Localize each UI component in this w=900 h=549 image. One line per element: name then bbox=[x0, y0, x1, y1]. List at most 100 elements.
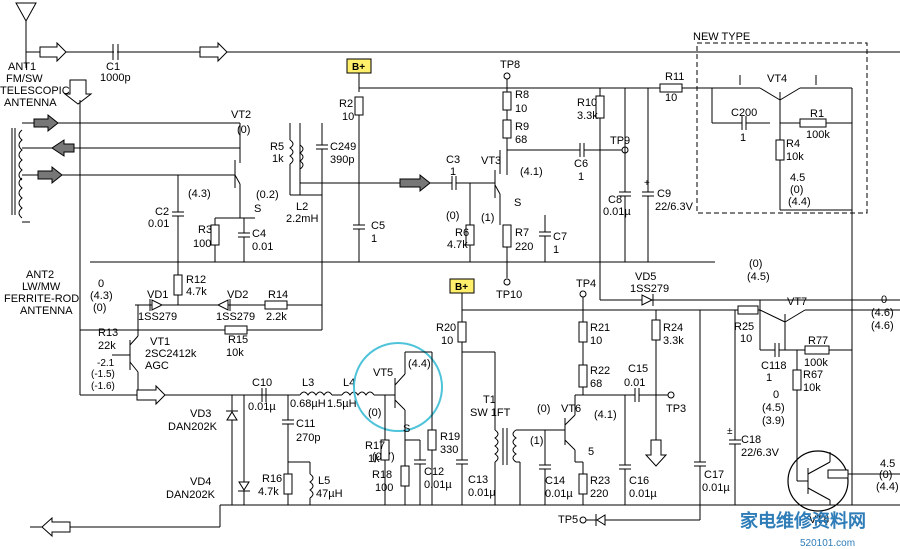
resistor-r2 bbox=[354, 96, 364, 116]
r7-value: 220 bbox=[515, 241, 533, 253]
tp9-label: TP9 bbox=[610, 135, 630, 147]
vd2-label: VD2 bbox=[227, 289, 248, 301]
voltage-label: (4.5) bbox=[762, 402, 785, 414]
voltage-label: (4.6) bbox=[871, 320, 894, 332]
voltage-label: 0 bbox=[881, 294, 887, 306]
c5-label: C5 bbox=[371, 220, 385, 232]
voltage-label: (4.4) bbox=[876, 481, 899, 493]
r21-value: 10 bbox=[590, 335, 602, 347]
r9-label: R9 bbox=[515, 121, 529, 133]
s-label: S bbox=[514, 197, 521, 209]
diode-vd4 bbox=[238, 481, 250, 491]
r25-label: R25 bbox=[734, 321, 754, 333]
voltage-label: (1) bbox=[530, 435, 543, 447]
svg-text:+: + bbox=[644, 178, 650, 189]
ferrite-antenna bbox=[11, 113, 240, 223]
c14-label: C14 bbox=[545, 475, 565, 487]
watermark: 家电维修资料网 520101.com bbox=[740, 510, 866, 549]
l4-value: 1.5µH bbox=[327, 398, 357, 410]
voltage-label: (4.1) bbox=[594, 409, 617, 421]
resistor-r23 bbox=[578, 473, 588, 495]
c13-value: 0.01µ bbox=[468, 487, 496, 499]
r5-label: R5 bbox=[270, 141, 284, 153]
bplus-label: B+ bbox=[352, 62, 365, 73]
c249-value: 390p bbox=[330, 154, 354, 166]
ant1-label: ANT1 bbox=[8, 61, 36, 73]
l2-value: 2.2mH bbox=[286, 213, 318, 225]
r10-value: 3.3k bbox=[577, 110, 598, 122]
c3-label: C3 bbox=[446, 154, 460, 166]
r25-value: 10 bbox=[740, 333, 752, 345]
transistor-vt6 bbox=[545, 395, 576, 462]
voltage-label: (-1.5) bbox=[91, 369, 115, 380]
vt3-label: VT3 bbox=[481, 155, 501, 167]
r23-value: 220 bbox=[590, 488, 608, 500]
r7-label: R7 bbox=[515, 227, 529, 239]
l5-value: 47µH bbox=[316, 488, 343, 500]
c17-value: 0.01µ bbox=[702, 482, 730, 494]
r3-label: R3 bbox=[198, 224, 212, 236]
c118-label: C118 bbox=[761, 360, 786, 372]
vd1-label: VD1 bbox=[147, 289, 168, 301]
r19-label: R19 bbox=[440, 431, 460, 443]
resistor-r77 bbox=[804, 345, 830, 355]
c18-value: 22/6.3V bbox=[741, 447, 780, 459]
l4-label: L4 bbox=[343, 377, 355, 389]
resistor-r1 bbox=[799, 118, 827, 128]
r6-label: R6 bbox=[455, 227, 469, 239]
transistor-vt2 bbox=[234, 123, 241, 200]
vt2-label: VT2 bbox=[231, 109, 251, 121]
voltage-label: (3.9) bbox=[762, 415, 785, 427]
r2-value: 10 bbox=[342, 111, 354, 123]
r16-value: 4.7k bbox=[258, 486, 279, 498]
transistor-vt1 bbox=[112, 305, 139, 395]
r21-label: R21 bbox=[590, 322, 610, 334]
c118-value: 1 bbox=[766, 372, 772, 384]
voltage-label: (0) bbox=[879, 469, 892, 481]
vt1-label: VT1 bbox=[150, 336, 170, 348]
c10-value: 0.01µ bbox=[248, 401, 276, 413]
resistor-r20 bbox=[457, 321, 467, 343]
voltage-label: 4.5 bbox=[880, 458, 895, 470]
l5-label: L5 bbox=[318, 475, 330, 487]
vd3-label: VD3 bbox=[190, 408, 211, 420]
ant2-label: ANT2 bbox=[26, 269, 54, 281]
t1-value: SW 1FT bbox=[470, 407, 511, 419]
c3-value: 1 bbox=[450, 166, 456, 178]
bplus-label: B+ bbox=[455, 282, 468, 293]
svg-text:±: ± bbox=[727, 426, 733, 437]
r16-label: R16 bbox=[262, 473, 282, 485]
resistor-r21 bbox=[578, 321, 588, 343]
tp4-label: TP4 bbox=[576, 278, 596, 290]
resistor-r9 bbox=[502, 119, 512, 139]
tp5-label: TP5 bbox=[558, 514, 578, 526]
c15-label: C15 bbox=[628, 363, 648, 375]
r14-label: R14 bbox=[268, 289, 288, 301]
r1-label: R1 bbox=[810, 108, 824, 120]
c1-label: C1 bbox=[106, 61, 120, 73]
vd2-value: 1SS279 bbox=[216, 311, 255, 323]
c16-value: 0.01µ bbox=[629, 488, 657, 500]
r10-label: R10 bbox=[577, 97, 597, 109]
capacitor-c1 bbox=[112, 44, 119, 60]
c11-label: C11 bbox=[296, 418, 315, 430]
voltage-label: (0.2) bbox=[256, 189, 279, 201]
resistor-r14 bbox=[264, 300, 288, 310]
l3-label: L3 bbox=[302, 377, 314, 389]
r9-value: 68 bbox=[515, 134, 527, 146]
voltage-label: 4.5 bbox=[790, 172, 805, 184]
c18-label: C18 bbox=[741, 434, 761, 446]
c4-value: 0.01 bbox=[252, 241, 273, 253]
ant2-sub: FERRITE-ROD bbox=[4, 293, 79, 305]
voltage-label: (0) bbox=[749, 258, 762, 270]
c249-label: C249 bbox=[330, 141, 356, 153]
r13-value: 22k bbox=[98, 340, 116, 352]
resistor-r24 bbox=[651, 319, 661, 341]
vt8-label: VT8 bbox=[809, 514, 829, 526]
c6-value: 1 bbox=[578, 171, 584, 183]
vt4-label: VT4 bbox=[767, 73, 787, 85]
c2-value: 0.01 bbox=[148, 218, 169, 230]
r20-label: R20 bbox=[436, 322, 456, 334]
c4-label: C4 bbox=[252, 228, 266, 240]
resistor-r25 bbox=[737, 305, 759, 315]
